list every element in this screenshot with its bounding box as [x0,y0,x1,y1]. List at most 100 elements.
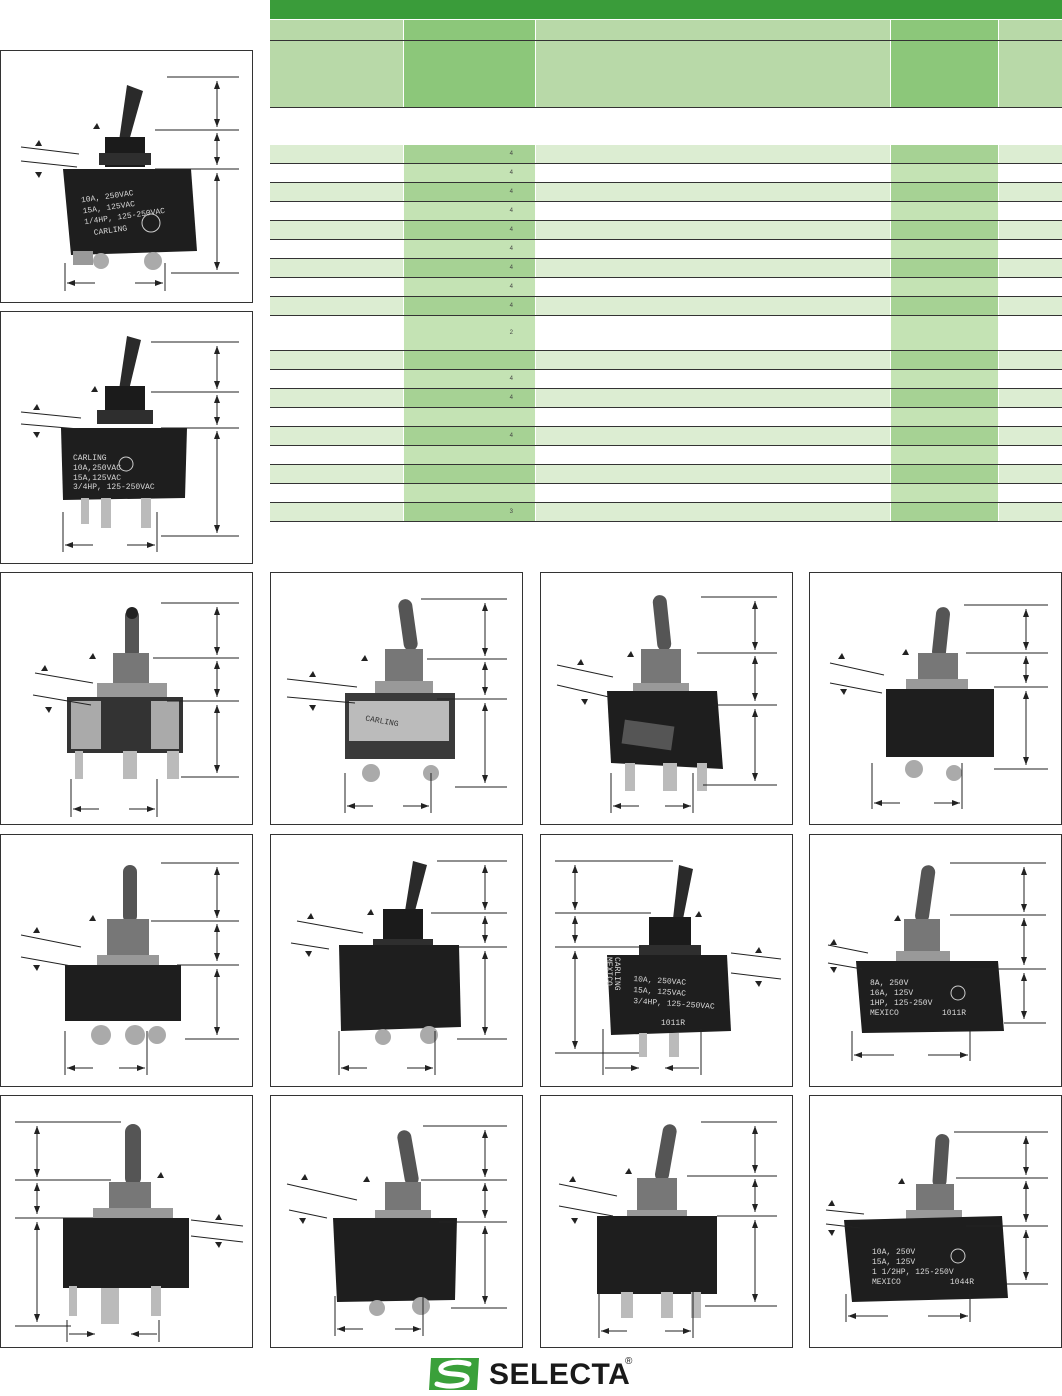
panel-label-line: MEXICO [604,957,613,986]
table-cell [270,240,403,258]
table-cell [999,221,1062,239]
panel-label-line: 15A, 125V [872,1258,915,1267]
panel-label-line: MEXICO [870,1009,899,1018]
product-panel-12 [270,1095,523,1348]
table-cell: 4 [404,183,535,201]
table-cell: 4 [404,278,535,296]
switch-drawing: CARLING MEXICO 10A, 250VAC 15A, 125VAC 3… [555,860,782,1075]
panel-label-line: 3/4HP, 125-250VAC [73,483,155,492]
table-row [270,484,1062,503]
row-marker: 2 [509,330,513,336]
table-cell: 4 [404,297,535,315]
table-cell [999,183,1062,201]
panel-code: 1011R [661,1019,685,1028]
table-cell: 4 [404,370,535,388]
panel-label-line: 1HP, 125-250V [870,999,933,1008]
table-cell [999,503,1062,521]
switch-drawing [15,1121,244,1342]
table-cell [999,446,1062,464]
panel-label-line: CARLING [612,957,621,991]
table-cell [536,202,890,220]
table-cell [999,484,1062,502]
panel-label-line: CARLING [73,454,107,463]
switch-drawing: CARLING 10A,250VAC 15A,125VAC 3/4HP, 125… [20,336,239,552]
table-cell [536,427,890,445]
table-cell [270,446,403,464]
table-cell [536,446,890,464]
table-cell [891,408,998,426]
product-panel-3 [0,572,253,825]
table-cell [536,465,890,483]
registered-mark: ® [625,1356,633,1367]
table-cell: 4 [404,389,535,407]
table-cell [270,278,403,296]
table-cell [536,408,890,426]
row-marker: 4 [509,433,513,439]
table-row [270,351,1062,370]
table-cell [999,202,1062,220]
table-row [270,446,1062,465]
panel-label-line: 8A, 250V [870,979,909,988]
table-cell [999,164,1062,182]
table-cell [999,351,1062,369]
table-cell [270,202,403,220]
table-cell [536,351,890,369]
table-cell [536,145,890,163]
table-cell [536,278,890,296]
switch-drawing [558,1121,777,1338]
panel-label-line: 10A, 250VAC [633,975,687,988]
switch-drawing [32,602,239,817]
table-cell: 3 [404,503,535,521]
table-cell [891,427,998,445]
table-header-row [270,20,1062,41]
table-cell [891,389,998,407]
table-cell [999,278,1062,296]
table-cell [404,484,535,502]
table-cell: 4 [404,164,535,182]
table-cell [270,316,403,350]
table-cell [270,183,403,201]
table-cell: 2 [404,316,535,350]
table-row: 4 [270,202,1062,221]
table-cell [891,259,998,277]
switch-drawing: 10A, 250VAC 15A, 125VAC 1/4HP, 125-250VA… [20,76,239,291]
table-cell [270,503,403,521]
table-cell [536,164,890,182]
product-panel-1: 10A, 250VAC 15A, 125VAC 1/4HP, 125-250VA… [0,50,253,303]
table-cell [891,484,998,502]
table-row: 4 [270,259,1062,278]
table-cell [536,221,890,239]
table-cell [404,465,535,483]
table-cell [270,408,403,426]
table-cell [891,240,998,258]
table-cell: 4 [404,427,535,445]
table-cell [536,484,890,502]
table-row: 4 [270,278,1062,297]
table-cell [270,297,403,315]
row-marker: 4 [509,376,513,382]
row-marker: 4 [509,208,513,214]
selecta-logo: SELECTA ® [425,1356,645,1392]
panel-label-line: 15A, 125VAC [633,986,687,999]
table-cell [999,370,1062,388]
table-cell [270,351,403,369]
switch-drawing: 8A, 250V 16A, 125V 1HP, 125-250V MEXICO … [827,862,1046,1061]
table-cell [404,408,535,426]
row-marker: 4 [509,246,513,252]
switch-drawing [829,604,1048,809]
table-cell [536,389,890,407]
panel-label-line: 10A,250VAC [73,464,121,473]
table-cell [891,465,998,483]
table-row: 4 [270,145,1062,164]
table-cell [536,240,890,258]
table-cell [999,427,1062,445]
table-cell [891,446,998,464]
table-cell: 4 [404,259,535,277]
row-marker: 4 [509,227,513,233]
table-row: 4 [270,389,1062,408]
table-cell: 4 [404,240,535,258]
table-cell [891,278,998,296]
selecta-logo-icon [429,1358,479,1390]
table-cell [536,316,890,350]
